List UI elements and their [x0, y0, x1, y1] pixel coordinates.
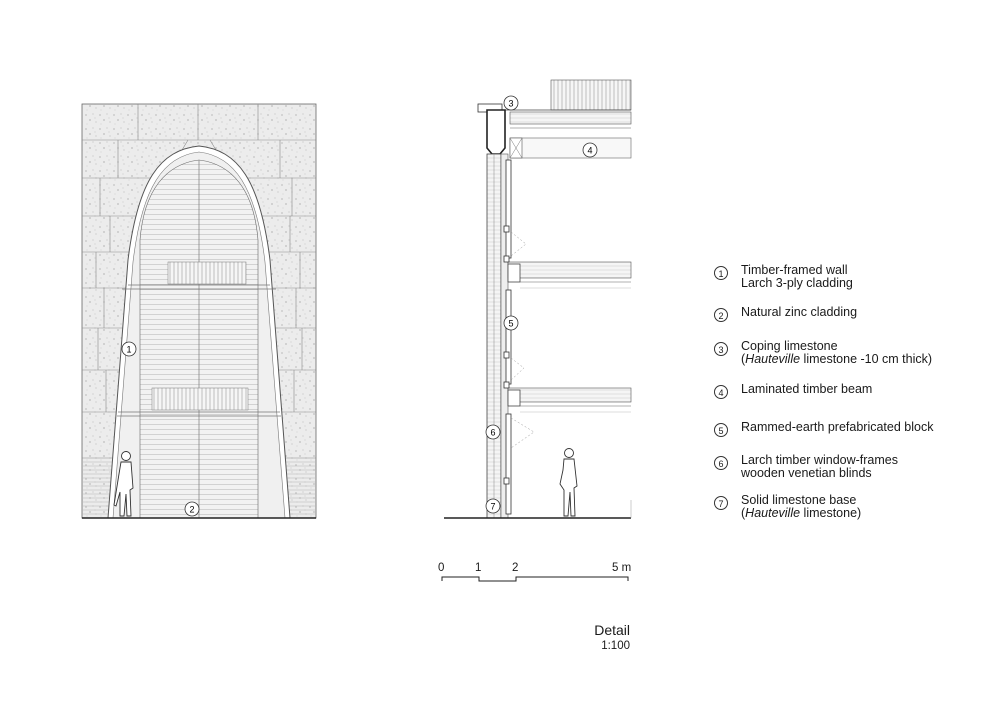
scale-label-2: 2 [512, 562, 519, 574]
legend-item-7-italic: Hauteville [745, 506, 801, 520]
marker-3: 3 [503, 95, 519, 111]
roof-parapet [550, 79, 632, 111]
legend-item-3-italic: Hauteville [745, 352, 801, 366]
scale-bar [441, 576, 629, 582]
marker-7-label: 7 [490, 502, 495, 512]
marker-6: 6 [485, 424, 501, 440]
marker-5: 5 [503, 315, 519, 331]
legend-item-1-line1: Timber-framed wall [741, 263, 848, 277]
legend-item-6-line2: wooden venetian blinds [741, 466, 872, 480]
marker-2-label: 2 [189, 505, 194, 515]
legend-item-6: 6 Larch timber window-frames wooden vene… [714, 454, 898, 480]
legend-item-3-rest: limestone -10 cm thick) [800, 352, 933, 366]
legend-marker-4: 4 [714, 385, 728, 399]
scale-label-5m: 5 m [612, 562, 632, 574]
marker-6-label: 6 [490, 428, 495, 438]
floor-slab-2 [507, 261, 632, 279]
open-blind-upper [167, 261, 247, 285]
legend-item-2-line1: Natural zinc cladding [741, 305, 858, 319]
legend-marker-3: 3 [714, 342, 728, 356]
marker-2: 2 [184, 501, 200, 517]
marker-4-label: 4 [587, 146, 592, 156]
legend-item-2: 2 Natural zinc cladding [714, 306, 857, 322]
open-window-swings [510, 231, 535, 449]
legend-item-4: 4 Laminated timber beam [714, 383, 872, 399]
coping-stone-block [486, 109, 506, 155]
legend-item-5-line1: Rammed-earth prefabricated block [741, 420, 934, 434]
roof-slab [509, 111, 632, 125]
marker-3-label: 3 [508, 99, 513, 109]
legend-marker-7: 7 [714, 496, 728, 510]
scale-label-1: 1 [475, 562, 482, 574]
legend-item-4-line1: Laminated timber beam [741, 382, 873, 396]
legend-marker-2: 2 [714, 308, 728, 322]
open-blind-lower [151, 387, 249, 411]
floor-slab-1 [507, 387, 632, 403]
marker-4: 4 [582, 142, 598, 158]
legend-marker-1: 1 [714, 266, 728, 280]
legend-item-6-line1: Larch timber window-frames [741, 453, 898, 467]
legend-marker-5: 5 [714, 423, 728, 437]
marker-7: 7 [485, 498, 501, 514]
section-view: 3 4 5 6 7 [444, 79, 632, 519]
human-figure-section [559, 448, 578, 517]
drawing-scale: 1:100 [601, 640, 630, 652]
legend-item-1-line2: Larch 3-ply cladding [741, 276, 853, 290]
legend-item-7-rest: limestone) [800, 506, 862, 520]
legend-item-7: 7 Solid limestone base (Hauteville limes… [714, 494, 861, 520]
legend-item-7-line2: (Hauteville limestone) [741, 506, 862, 520]
legend-item-3-line1: Coping limestone [741, 339, 838, 353]
human-figure-elevation [113, 451, 134, 517]
legend-item-7-line1: Solid limestone base [741, 493, 857, 507]
scale-label-0: 0 [438, 562, 445, 574]
larch-window-frames [503, 159, 512, 515]
legend-item-3-line2: (Hauteville limestone -10 cm thick) [741, 352, 933, 366]
laminated-timber-beam [509, 137, 632, 159]
marker-5-label: 5 [508, 319, 513, 329]
legend-item-5: 5 Rammed-earth prefabricated block [714, 421, 933, 437]
elevation-view: 1 2 [81, 103, 317, 519]
drawing-title: Detail [594, 622, 630, 638]
marker-1: 1 [121, 341, 137, 357]
window-transoms [117, 284, 281, 417]
legend-item-3: 3 Coping limestone (Hauteville limestone… [714, 340, 932, 366]
marker-1-label: 1 [126, 345, 131, 355]
legend-item-1: 1 Timber-framed wall Larch 3-ply claddin… [714, 264, 853, 290]
legend-marker-6: 6 [714, 456, 728, 470]
